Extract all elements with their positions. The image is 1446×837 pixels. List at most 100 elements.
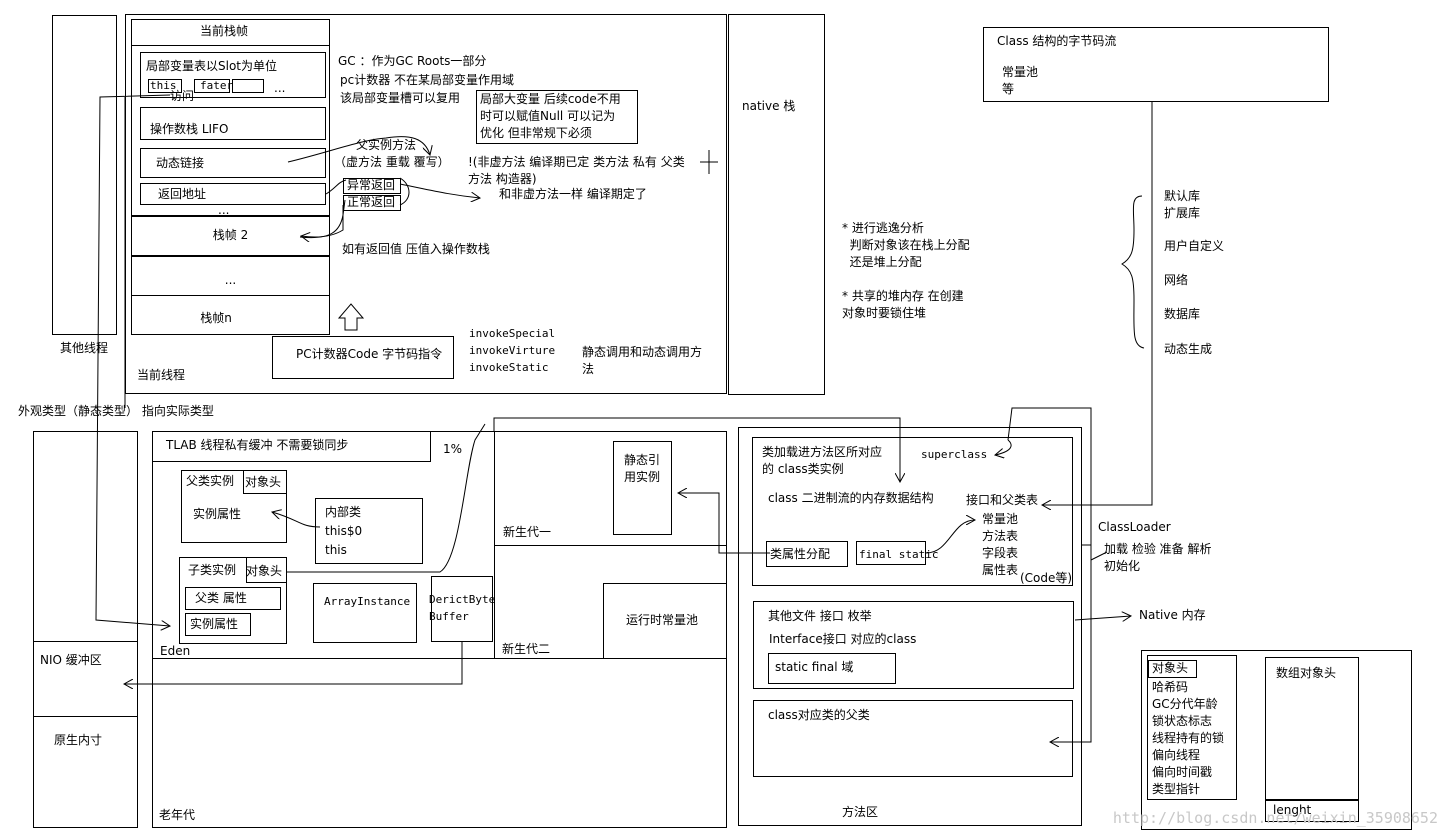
fater-slot-label: fater (200, 79, 234, 92)
classfile-box (983, 27, 1329, 102)
escape-analysis-note: * 进行逃逸分析 判断对象该在栈上分配 还是堆上分配 * 共享的堆内存 在创建 … (842, 221, 970, 320)
reuse-note: 该局部变量槽可以复用 (340, 91, 461, 105)
source-ext-lib: 扩展库 (1164, 206, 1201, 220)
source-network: 网络 (1164, 273, 1189, 287)
superclass-label: superclass (921, 448, 988, 461)
parent-object-header (243, 470, 287, 494)
interface-class-label: Interface接口 对应的class (769, 632, 917, 646)
nio-native-column (33, 431, 138, 828)
array-header-box (1265, 657, 1359, 800)
interfaces-label: 接口和父类表 (966, 493, 1039, 507)
object-fields-box (1147, 655, 1237, 800)
classfile-body: 常量池 等 (1002, 65, 1039, 96)
frame2-label: 栈帧 2 (212, 228, 249, 242)
eden-box (152, 431, 495, 659)
other-files-box (753, 601, 1074, 689)
inner-class-box (315, 498, 423, 564)
operand-stack-label: 操作数栈 LIFO (150, 122, 229, 136)
frame2-box (131, 216, 330, 256)
gc-roots-note: GC ：作为GC Roots一部分 (338, 54, 487, 68)
class-attr-box (766, 541, 848, 567)
other-files-label: 其他文件 接口 枚举 (768, 609, 872, 623)
inner-class-label: 内部类 this$0 this (325, 505, 363, 557)
child-object-header-label: 对象头 (246, 564, 283, 578)
pc-scope-note: pc计数器 不在某局部变量作用域 (340, 73, 515, 87)
tables-label: 常量池 方法表 字段表 属性表 (982, 512, 1019, 577)
old-gen-label: 老年代 (159, 808, 196, 822)
static-ref-label: 静态引 用实例 (624, 453, 661, 484)
direct-buffer-label: DerictByte Buffer (429, 593, 496, 623)
array-header-label: 数组对象头 (1276, 666, 1337, 680)
parent-object-header-label: 对象头 (245, 475, 282, 489)
child-instance-box (179, 557, 287, 644)
local-vars-box (140, 52, 326, 98)
method-area-title: 方法区 (842, 805, 879, 819)
fater-slot (194, 79, 230, 93)
local-vars-label: 局部变量表以Slot为单位 (146, 59, 277, 73)
return-value-note: 如有返回值 压值入操作数栈 (342, 242, 490, 256)
child-object-header (246, 557, 287, 583)
abnormal-return-label: 异常返回 (347, 178, 396, 192)
visit-label: 访问 (170, 89, 195, 103)
method-area-box (738, 427, 1082, 826)
virtual-method-note: （虚方法 重载 覆写） (334, 155, 450, 169)
frame-dots-box (131, 256, 330, 296)
native-memory-label: Native 内存 (1139, 608, 1206, 622)
object-layout-box (1141, 650, 1412, 830)
child-instance-attr-label: 实例属性 (190, 617, 239, 631)
slot-dots: ... (274, 81, 286, 95)
final-static-label: final static (859, 548, 939, 561)
frame-dots: ... (218, 203, 230, 217)
parent-instance-label: 父类实例 (186, 474, 235, 488)
normal-return-label: 正常返回 (347, 195, 396, 209)
young2-label: 新生代二 (502, 642, 551, 656)
direct-buffer-box (431, 576, 493, 642)
classfile-title: Class 结构的字节码流 (997, 34, 1117, 48)
class-binary-label: class 二进制流的内存数据结构 (768, 491, 934, 505)
percent-label: 1% (443, 442, 463, 456)
static-final-box (768, 653, 896, 684)
source-user-defined: 用户自定义 (1164, 239, 1225, 253)
class-instance-box (752, 437, 1073, 586)
code-etc-label: (Code等) (1020, 571, 1073, 585)
appearance-type-label: 外观类型（静态类型） 指向实际类型 (18, 404, 214, 418)
dynamic-link-box (140, 148, 326, 178)
nio-buffer-box (33, 641, 138, 717)
child-parent-attr-label: 父类 属性 (195, 591, 247, 605)
class-attr-label: 类属性分配 (770, 547, 831, 561)
current-thread-label: 当前线程 (137, 368, 186, 382)
child-parent-attr-box (185, 587, 281, 610)
source-default-lib: 默认库 (1164, 189, 1201, 203)
parent-instance-attr: 实例属性 (193, 507, 242, 521)
dynamic-link-label: 动态链接 (156, 156, 205, 170)
big-var-note: 局部大变量 后续code不用 时可以赋值Null 可以记为 优化 但非常规下必须 (480, 92, 621, 140)
runtime-pool-label: 运行时常量池 (626, 613, 699, 627)
watermark: http://blog.csdn.net/weixin_35908652 (1112, 809, 1438, 827)
parent-instance-box (181, 470, 287, 543)
classloader-steps: 加载 检验 准备 解析 初始化 (1104, 542, 1212, 573)
normal-return-box (343, 195, 401, 211)
current-frame-label: 当前栈帧 (200, 24, 249, 38)
final-static-box (856, 541, 926, 565)
young1-label: 新生代一 (503, 525, 552, 539)
static-final-label: static final 域 (775, 660, 854, 674)
frame-n-label: 栈帧n (200, 311, 232, 325)
current-frame-divider (131, 45, 330, 216)
source-dynamic: 动态生成 (1164, 342, 1213, 356)
same-nonvirtual-note: 和非虚方法一样 编译期定了 (499, 187, 647, 201)
length-box (1265, 800, 1359, 822)
object-fields-label: 哈希码 GC分代年龄 锁状态标志 线程持有的锁 偏向线程 偏向时间戳 类型指针 (1152, 680, 1225, 796)
tlab-label: TLAB 线程私有缓冲 不需要锁同步 (166, 438, 349, 452)
big-var-note-box (476, 90, 638, 144)
non-virtual-note: !(非虚方法 编译期已定 类方法 私有 父类 方法 构造器) (468, 155, 685, 186)
operand-stack-box (140, 107, 326, 140)
array-instance-label: ArrayInstance (324, 595, 411, 608)
empty-slot (232, 79, 264, 93)
static-ref-box (613, 441, 672, 535)
abnormal-return-box (343, 178, 401, 194)
this-slot-label: this (150, 79, 177, 92)
pc-counter-label: PC计数器Code 字节码指令 (296, 347, 443, 361)
native-stack-label: native 栈 (742, 99, 796, 113)
pc-counter-box (272, 336, 454, 379)
frame-dots-label: ... (224, 273, 237, 287)
